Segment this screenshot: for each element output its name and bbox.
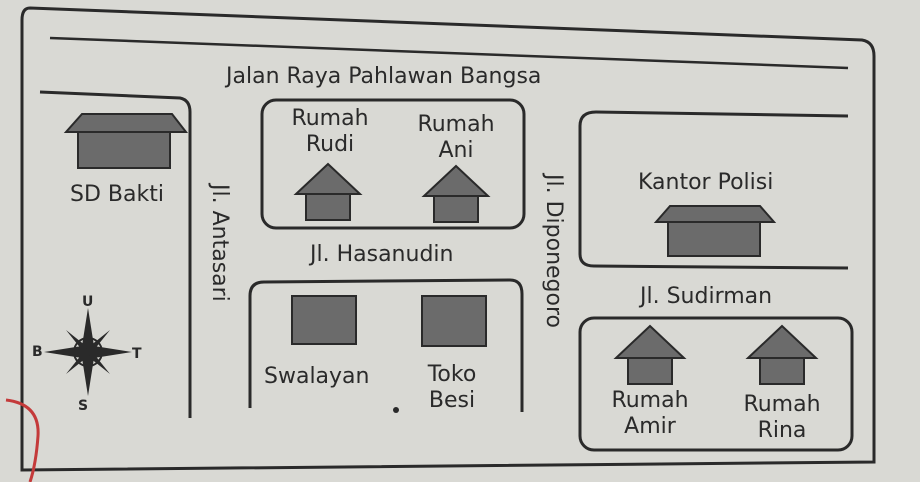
label-rumah-rudi: Rumah Rudi xyxy=(288,106,372,158)
kantor-polisi-building-icon xyxy=(653,205,777,257)
compass-south-label: S xyxy=(78,398,89,414)
label-rumah-rina: Rumah Rina xyxy=(736,392,828,444)
street-label-main-road: Jalan Raya Pahlawan Bangsa xyxy=(226,64,542,89)
pencil-dot xyxy=(393,407,399,413)
block-kantor-polisi xyxy=(578,110,849,270)
compass-west-label: B xyxy=(32,344,43,360)
label-rumah-ani: Rumah Ani xyxy=(414,112,498,164)
block-swalayan-toko xyxy=(248,278,524,412)
label-sd-bakti: SD Bakti xyxy=(70,182,164,207)
map-frame xyxy=(20,6,876,472)
label-rumah-rina-line1: Rumah xyxy=(743,392,821,417)
main-road-line-top xyxy=(49,36,849,70)
street-label-diponegoro: Jl. Diponegoro xyxy=(541,174,566,328)
toko-besi-building-icon xyxy=(421,295,487,347)
label-toko-besi: Toko Besi xyxy=(414,362,490,414)
label-rumah-ani-line2: Ani xyxy=(438,138,474,163)
label-swalayan: Swalayan xyxy=(264,364,370,389)
block-sd-bakti xyxy=(39,90,192,418)
label-rumah-amir-line2: Amir xyxy=(624,414,676,439)
label-rumah-amir: Rumah Amir xyxy=(604,388,696,440)
rumah-rudi-house-icon xyxy=(293,162,363,221)
label-rumah-rudi-line1: Rumah xyxy=(291,106,369,131)
swalayan-building-icon xyxy=(291,295,357,345)
street-label-hasanudin: Jl. Hasanudin xyxy=(310,242,454,267)
rumah-amir-house-icon xyxy=(613,324,687,385)
label-rumah-ani-line1: Rumah xyxy=(417,112,495,137)
label-rumah-rudi-line2: Rudi xyxy=(305,132,355,157)
block-rumah-rudi-ani xyxy=(260,98,526,230)
red-pen-mark xyxy=(5,398,40,482)
compass-rose-icon xyxy=(44,308,132,396)
label-toko-besi-line1: Toko xyxy=(427,362,477,387)
rumah-ani-house-icon xyxy=(421,164,491,223)
rumah-rina-house-icon xyxy=(745,324,819,385)
street-label-sudirman: Jl. Sudirman xyxy=(640,284,773,309)
street-label-antasari: Jl. Antasari xyxy=(207,184,232,302)
compass-north-label: U xyxy=(82,294,94,310)
label-kantor-polisi: Kantor Polisi xyxy=(638,170,774,195)
label-toko-besi-line2: Besi xyxy=(428,388,476,413)
block-rumah-amir-rina xyxy=(578,316,854,452)
label-rumah-rina-line2: Rina xyxy=(757,418,807,443)
sd-bakti-building-icon xyxy=(63,113,189,169)
label-rumah-amir-line1: Rumah xyxy=(611,388,689,413)
compass-east-label: T xyxy=(132,346,142,362)
